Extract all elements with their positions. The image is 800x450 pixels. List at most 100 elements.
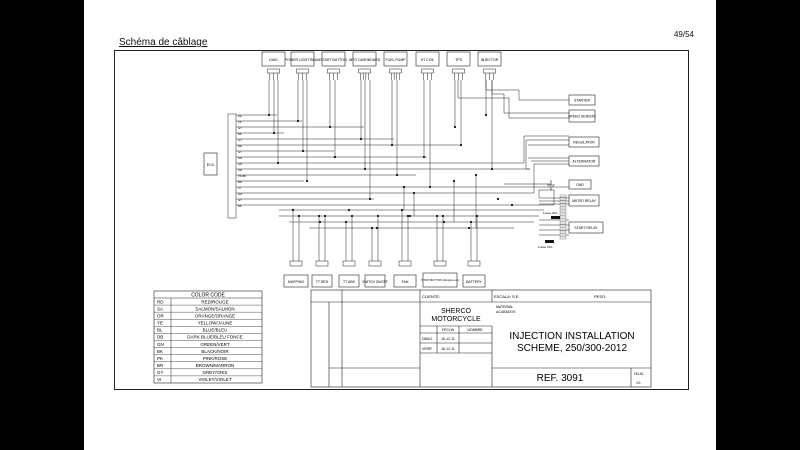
wire [518,164,535,194]
junction-dot [350,214,354,218]
component-micro-relay: MICRO RELAY [568,194,600,207]
connector [398,260,412,267]
junction-dot [467,226,471,230]
junction-dot [490,167,494,171]
svg-text:DIAG: DIAG [269,58,278,62]
junction-dot [453,125,457,129]
color-code-name: SALMON/SALMON [195,306,234,311]
svg-text:OR: OR [238,168,242,172]
svg-text:VI: VI [238,186,241,190]
component-injector: INJECTOR [477,51,502,67]
svg-text:GY: GY [238,126,242,130]
color-code-abbr: GN [157,342,164,347]
dibuj-date: 15-12-11 [441,337,455,341]
ecu-block: ECU [203,113,237,219]
connector [342,260,356,267]
verif-date: 16-12-11 [441,347,455,351]
component-ht-coil: HT COIL [415,51,440,67]
component-start-button: START BUTTON [320,51,347,67]
junction-dot [305,179,309,183]
component-alternator: ALTERNATOR [568,155,600,167]
svg-text:GN: GN [238,192,242,196]
color-code-name: GREEN/VERT [200,342,229,347]
connector [483,68,496,74]
wiring-diagram: DIAG POWER LIGHT BEAM START BUTTON INFO … [114,50,689,390]
connector [433,260,447,267]
svg-text:GN: GN [238,162,242,166]
svg-text:START RELAY: START RELAY [574,226,598,230]
color-code-abbr: VI [157,377,161,382]
color-code-name: BLUE/BLEU [203,328,228,333]
color-code-name: BLACK/NOIR [201,349,229,354]
top-components: DIAG POWER LIGHT BEAM START BUTTON INFO … [261,51,502,67]
relay-pin [559,233,567,237]
connector [327,68,340,74]
junction-dot [363,167,367,171]
connector [467,260,481,267]
junction-dot [412,191,416,195]
junction-dot [510,203,514,207]
color-code-name: DARK BLUE/BLEU FONCE [187,335,243,340]
component-starter: STARTER [568,94,596,106]
svg-text:BR: BR [238,180,242,184]
junction-dot [272,131,276,135]
svg-text:PK-BK: PK-BK [238,174,247,178]
junction-dot [376,214,380,218]
svg-text:MAPPING: MAPPING [288,280,304,284]
component-fan: FAN [393,274,417,288]
component-regulator: REGULATOR [568,136,600,148]
junction-dot [297,214,301,218]
wire [525,140,530,170]
fuse-20a-icon [551,216,560,219]
junction-dot [296,119,300,123]
component-gnd: GND [568,179,592,190]
color-code-abbr: DB [157,335,163,340]
color-code-abbr: SA [157,306,163,311]
junction-dot [317,214,321,218]
component-tps: TPS [446,51,471,67]
drawing-title-line-1: INJECTION INSTALLATION [509,331,634,342]
junction-dot [452,179,456,183]
component-power-light-beam: POWER LIGHT BEAM [285,51,320,67]
svg-text:PK: PK [238,120,242,124]
connector [289,260,303,267]
color-code-name: RED/ROUGE [201,299,228,304]
connector [267,68,280,74]
connector [358,68,371,74]
top-connectors [267,68,496,74]
component-tt-abs: TT ABS [338,274,360,288]
bottom-components: MAPPING TT RED TT ABS SWITCH ON/OFF FAN … [283,272,486,288]
junction-dot [390,143,394,147]
junction-dot [475,214,479,218]
junction-dot [400,208,404,212]
color-code-abbr: PK [157,356,163,361]
title-block [310,289,652,388]
junction-dot [291,208,295,212]
hoja-value: 1/1 [636,381,641,385]
component-fuel-pump: FUEL PUMP [383,51,408,67]
component-speed-sensor: SPEED SENSOR [568,109,596,123]
svg-text:TPS: TPS [455,58,462,62]
color-code-abbr: YE [157,321,163,326]
svg-text:SPEED SENSOR: SPEED SENSOR [568,115,596,119]
component-switch-on-off: SWITCH ON/OFF [362,274,388,288]
component-start-relay: START RELAY [568,221,604,234]
component-battery: BATTERY [462,274,486,288]
dibuj-label: DIBUJ. [422,337,433,341]
svg-text:GY: GY [238,198,242,202]
wire [491,80,505,113]
junction-dot [435,214,439,218]
relay-pin [559,215,567,219]
svg-text:MICRO RELAY: MICRO RELAY [572,199,597,203]
drawing-title-line-2: SCHEME, 250/300-2012 [517,343,628,354]
color-code-abbr: BR [157,363,164,368]
drawing-reference: REF. 3091 [537,373,584,384]
junction-dot [459,143,463,147]
junction-dot [347,208,351,212]
title-block-text: CLIENTE: ESCALA: S.E. PESO: SHERCO MOTOR… [422,294,644,385]
svg-text:RE: RE [238,144,242,148]
svg-text:START BUTTON: START BUTTON [320,58,347,62]
svg-text:GY: GY [238,150,242,154]
color-code-name: VIOLET/VIOLET [198,377,232,382]
